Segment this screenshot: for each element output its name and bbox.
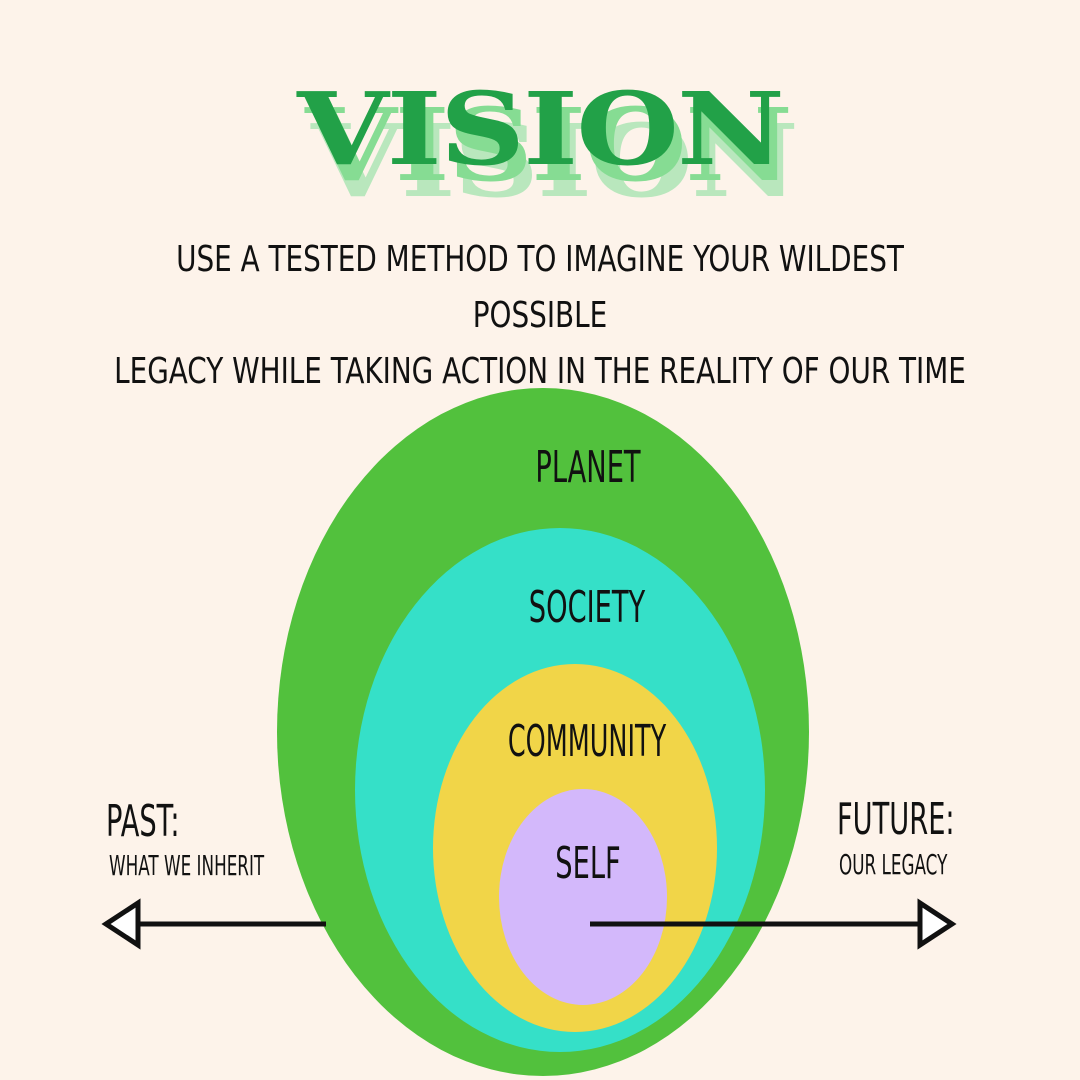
- page-title: VISION: [297, 69, 785, 188]
- past-arrowhead-icon: [101, 898, 141, 950]
- subtitle-line-2: LEGACY WHILE TAKING ACTION IN THE REALIT…: [114, 351, 966, 392]
- self-label: SELF: [555, 837, 620, 889]
- self-ellipse: [499, 789, 667, 1005]
- community-label: COMMUNITY: [508, 717, 667, 767]
- future-arrowhead-icon: [917, 898, 957, 950]
- title-shadow-back: VISION: [311, 101, 799, 220]
- future-caption: OUR LEGACY: [839, 850, 948, 882]
- future-label: FUTURE:: [837, 793, 955, 845]
- title-shadow-front: VISION: [305, 85, 793, 204]
- past-label: PAST:: [106, 795, 180, 847]
- society-label: SOCIETY: [529, 581, 646, 633]
- past-caption: WHAT WE INHERIT: [109, 851, 265, 883]
- subtitle-line-1: USE A TESTED METHOD TO IMAGINE YOUR WILD…: [176, 239, 904, 336]
- title-block: VISION VISION VISION: [0, 70, 1080, 220]
- planet-label: PLANET: [535, 441, 641, 493]
- subtitle: USE A TESTED METHOD TO IMAGINE YOUR WILD…: [110, 232, 970, 400]
